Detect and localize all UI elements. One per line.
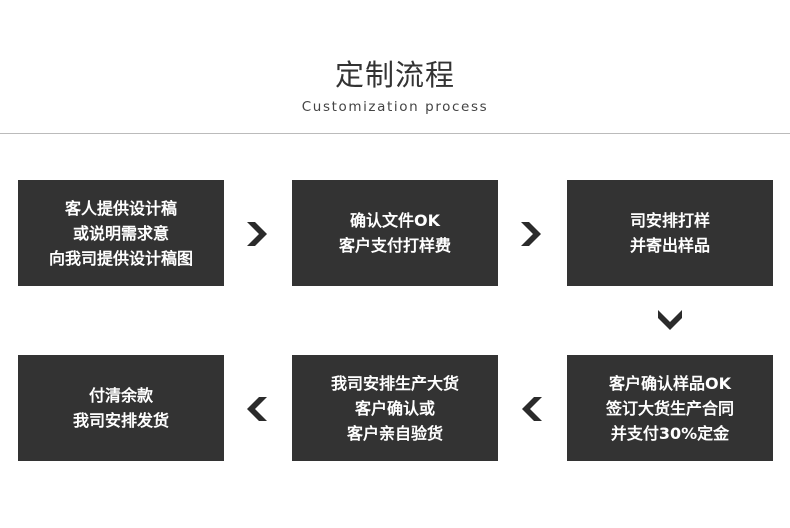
chevron-left-icon (518, 395, 546, 423)
chevron-down-icon (656, 306, 684, 334)
step-3-box: 司安排打样 并寄出样品 (567, 180, 773, 286)
step-6-box: 付清余款 我司安排发货 (18, 355, 224, 461)
step-3-text: 司安排打样 并寄出样品 (629, 211, 710, 255)
header-divider (0, 133, 790, 134)
step-5-box: 我司安排生产大货 客户确认或 客户亲自验货 (292, 355, 498, 461)
page-title: 定制流程 (334, 58, 455, 92)
chevron-right-icon (517, 220, 545, 248)
chevron-left-icon (243, 395, 271, 423)
page-subtitle: Customization process (301, 99, 489, 115)
step-5-text: 我司安排生产大货 客户确认或 客户亲自验货 (330, 373, 459, 443)
step-2-text: 确认文件OK 客户支付打样费 (338, 211, 451, 255)
step-2-box: 确认文件OK 客户支付打样费 (292, 180, 498, 286)
chevron-right-icon (243, 220, 271, 248)
step-1-text: 客人提供设计稿 或说明需求意 向我司提供设计稿图 (48, 198, 193, 268)
step-1-box: 客人提供设计稿 或说明需求意 向我司提供设计稿图 (18, 180, 224, 286)
step-6-text: 付清余款 我司安排发货 (72, 386, 169, 430)
step-4-text: 客户确认样品OK 签订大货生产合同 并支付30%定金 (605, 373, 734, 443)
step-4-box: 客户确认样品OK 签订大货生产合同 并支付30%定金 (567, 355, 773, 461)
